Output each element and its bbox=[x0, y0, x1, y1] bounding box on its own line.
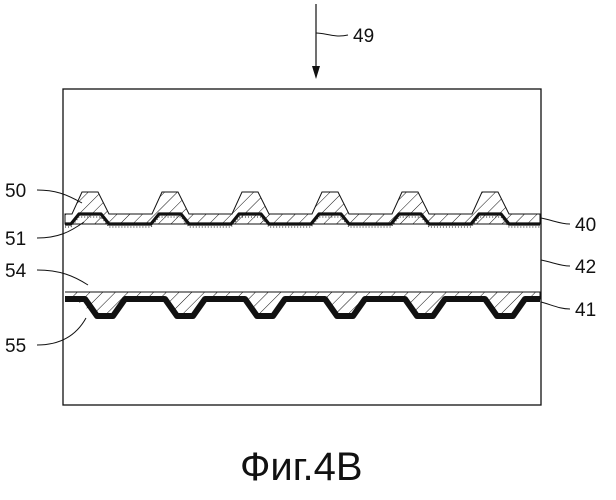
diagram-frame bbox=[63, 89, 541, 405]
leader-41 bbox=[541, 302, 570, 309]
upper-coating-hatch bbox=[65, 192, 540, 224]
arrow-49 bbox=[312, 4, 348, 79]
leader-40 bbox=[541, 218, 570, 224]
label-42: 42 bbox=[575, 257, 596, 278]
label-50: 50 bbox=[5, 181, 26, 202]
label-51: 51 bbox=[5, 229, 26, 250]
leader-55 bbox=[37, 318, 86, 345]
label-41: 41 bbox=[575, 300, 596, 321]
figure-caption: Фиг.4B bbox=[240, 445, 363, 489]
lower-layer bbox=[65, 292, 540, 316]
label-40: 40 bbox=[575, 215, 596, 236]
leader-42 bbox=[541, 260, 570, 266]
label-55: 55 bbox=[5, 336, 26, 357]
leader-50 bbox=[37, 190, 82, 203]
lower-coating-hatch bbox=[65, 292, 540, 316]
upper-layer bbox=[65, 192, 540, 227]
label-49: 49 bbox=[353, 26, 374, 47]
label-54: 54 bbox=[5, 261, 27, 282]
lower-dark-band bbox=[65, 299, 540, 316]
